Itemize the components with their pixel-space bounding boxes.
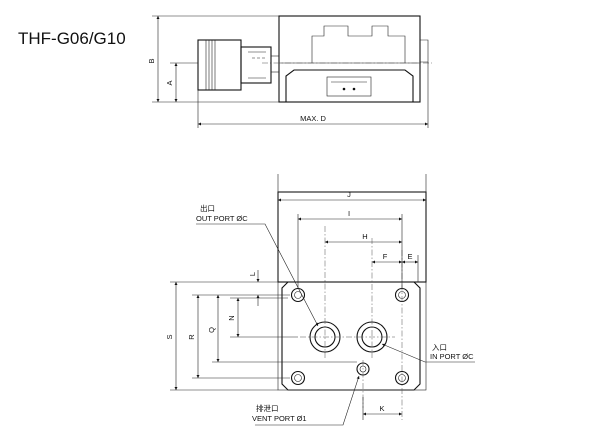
dim-k-label: K bbox=[379, 404, 384, 413]
dim-l-label: L bbox=[248, 272, 257, 276]
mounting-holes bbox=[290, 287, 410, 386]
in-port-label: IN PORT ØC bbox=[430, 352, 474, 361]
top-view: J I H F E L N Q R S K 出口 O bbox=[165, 174, 475, 426]
vent-port-leader bbox=[255, 375, 360, 426]
dim-a-label: A bbox=[165, 80, 174, 85]
dim-s-label: S bbox=[165, 334, 174, 339]
dim-r-label: R bbox=[187, 334, 196, 340]
vent-port-label: VENT PORT Ø1 bbox=[252, 414, 307, 423]
out-port-leader bbox=[196, 223, 319, 327]
dim-b-label: B bbox=[147, 58, 156, 63]
side-view-adjuster-knob bbox=[197, 39, 279, 91]
side-view: B A MAX. D bbox=[147, 15, 432, 128]
out-port-label-cn: 出口 bbox=[200, 203, 215, 213]
drawing-title: THF-G06/G10 bbox=[18, 29, 126, 48]
dim-f-label: F bbox=[383, 252, 388, 261]
dim-q-label: Q bbox=[207, 327, 216, 333]
dim-h-label: H bbox=[362, 232, 367, 241]
top-view-plate bbox=[277, 191, 427, 391]
dim-i-label: I bbox=[348, 209, 350, 218]
dim-e-label: E bbox=[407, 252, 412, 261]
side-view-valve-body bbox=[262, 15, 432, 103]
in-port-leader bbox=[381, 343, 475, 363]
mounting-hole bbox=[290, 287, 306, 303]
dim-j-label: J bbox=[347, 190, 351, 199]
dim-n-label: N bbox=[227, 315, 236, 320]
in-port-label-cn: 入口 bbox=[432, 343, 447, 352]
vent-port-label-cn: 排泄口 bbox=[256, 403, 279, 413]
out-port-label: OUT PORT ØC bbox=[196, 214, 248, 223]
mounting-hole bbox=[290, 370, 306, 386]
dim-max-d-label: MAX. D bbox=[300, 114, 326, 123]
